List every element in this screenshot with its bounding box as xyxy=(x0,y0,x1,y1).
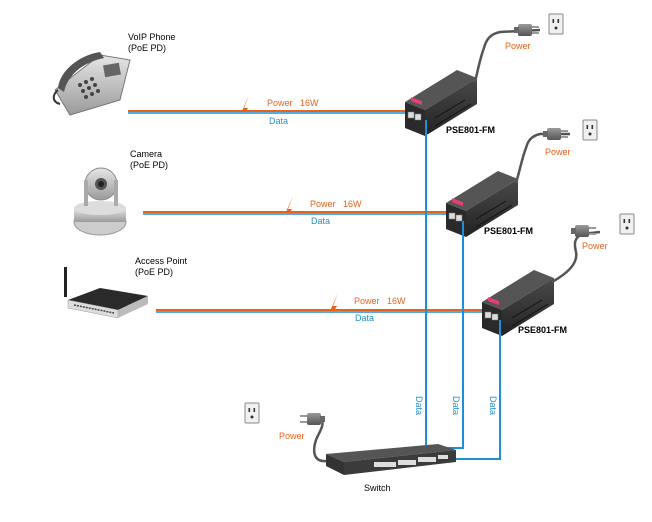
device-label-access-point: Access Point (PoE PD) xyxy=(135,256,187,278)
injector-power-label-2: Power xyxy=(545,147,571,157)
device-type: (PoE PD) xyxy=(128,43,167,53)
device-type: (PoE PD) xyxy=(130,160,169,170)
device-name: VoIP Phone xyxy=(128,32,176,42)
access-point-icon xyxy=(64,267,148,319)
switch-icon xyxy=(326,444,456,475)
data-label-3: Data xyxy=(355,313,375,323)
power-cord-3 xyxy=(551,230,601,284)
device-label-voip-phone: VoIP Phone (PoE PD) xyxy=(128,32,175,54)
injector-power-label-1: Power xyxy=(505,41,531,51)
uplink-data-label-1: Data xyxy=(414,396,424,416)
injector-power-label-3: Power xyxy=(582,241,608,251)
wall-outlet-icon-switch xyxy=(244,402,260,424)
switch-label: Switch xyxy=(364,483,391,493)
uplink-data-label-2: Data xyxy=(451,396,461,416)
power-label-1: Power 16W xyxy=(267,98,319,109)
power-label-3: Power 16W xyxy=(354,296,406,307)
data-label-1: Data xyxy=(269,116,289,126)
switch-power-label: Power xyxy=(279,431,305,441)
device-label-camera: Camera (PoE PD) xyxy=(130,149,168,171)
device-name: Camera xyxy=(130,149,163,159)
power-cord-1 xyxy=(473,28,541,83)
power-bolt-icon xyxy=(282,196,293,225)
power-cord-2 xyxy=(514,132,570,184)
power-text: Power xyxy=(267,98,293,108)
wall-outlet-icon-3 xyxy=(619,213,635,235)
power-text: Power xyxy=(310,199,336,209)
injector-label-1: PSE801-FM xyxy=(446,125,496,135)
device-name: Access Point xyxy=(135,256,188,266)
power-plug-icon-switch xyxy=(300,413,325,425)
wall-outlet-icon-2 xyxy=(582,119,598,141)
power-data-link-3 xyxy=(156,293,496,322)
data-label-2: Data xyxy=(311,216,331,226)
uplink-3 xyxy=(448,320,501,460)
device-type: (PoE PD) xyxy=(135,267,174,277)
power-value: 16W xyxy=(387,296,406,306)
voip-phone-icon xyxy=(52,52,131,116)
power-bolt-icon xyxy=(327,293,338,322)
power-data-link-2 xyxy=(143,196,460,225)
power-label-2: Power 16W xyxy=(310,199,362,210)
injector-label-2: PSE801-FM xyxy=(484,226,534,236)
switch-power-cord xyxy=(312,417,327,463)
wall-outlet-icon-1 xyxy=(548,13,564,35)
power-text: Power xyxy=(354,296,380,306)
camera-icon xyxy=(73,167,127,236)
injector-label-3: PSE801-FM xyxy=(518,325,568,335)
power-value: 16W xyxy=(300,98,319,108)
power-plug-icon-3 xyxy=(571,225,596,237)
power-value: 16W xyxy=(343,199,362,209)
power-bolt-icon xyxy=(238,95,249,124)
uplink-data-label-3: Data xyxy=(488,396,498,416)
power-data-link-1 xyxy=(128,95,418,124)
